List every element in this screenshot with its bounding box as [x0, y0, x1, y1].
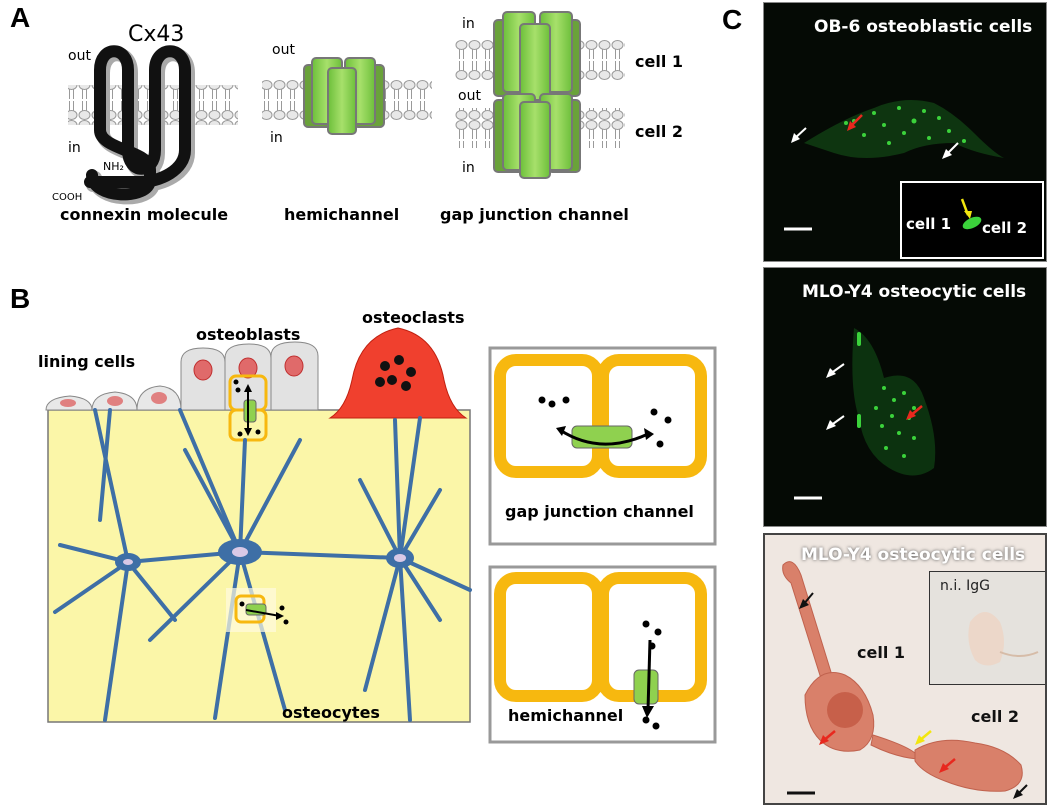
- osteocyte-gap-junction: [226, 588, 289, 632]
- panel-a-letter: A: [10, 2, 31, 33]
- osteocytes-label: osteocytes: [282, 703, 380, 722]
- hemichannel-in-label: in: [270, 130, 283, 146]
- mloy4-bf-title: MLO-Y4 osteocytic cells: [801, 545, 1026, 565]
- micrograph-mloy4-fluorescence: MLO-Y4 osteocytic cells: [763, 267, 1047, 527]
- panel-b-letter: B: [10, 283, 31, 314]
- lining-cells-label: lining cells: [38, 352, 136, 371]
- gap-in-bottom-label: in: [462, 160, 475, 176]
- caption-hemichannel: hemichannel: [284, 205, 400, 224]
- hemichannel-connexon: [303, 57, 385, 135]
- molecule-out-label: out: [68, 48, 91, 64]
- igg-inset: n.i. IgG: [929, 571, 1045, 685]
- cooh-label: COOH: [52, 192, 83, 203]
- ob6-inset-cell1: cell 1: [906, 215, 952, 233]
- mloy4-bf-cell1: cell 1: [857, 643, 906, 662]
- ob6-inset-cell2: cell 2: [982, 219, 1028, 237]
- nh2-label: NH₂: [103, 160, 124, 173]
- osteocyte-bodies: [115, 539, 414, 571]
- micrograph-mloy4-brightfield: MLO-Y4 osteocytic cells n.i. IgG cell 1 …: [763, 533, 1047, 805]
- gap-box-caption: gap junction channel: [505, 502, 694, 521]
- gap-junction-channel: [493, 11, 581, 179]
- osteoblasts-label: osteoblasts: [196, 325, 301, 344]
- osteoblasts: [180, 341, 319, 442]
- micrograph-ob6: OB-6 osteoblastic cells cell 1 cell 2: [763, 2, 1047, 262]
- hemi-box-caption: hemichannel: [508, 706, 624, 725]
- osteoclast: [328, 327, 468, 419]
- cx43-label: Cx43: [128, 22, 185, 47]
- connexin-molecule-chain-front: [84, 45, 191, 201]
- molecule-in-label: in: [68, 140, 81, 156]
- panel-c-letter: C: [722, 4, 743, 35]
- gap-cell2-label: cell 2: [635, 122, 684, 141]
- ob6-inset: cell 1 cell 2: [900, 181, 1044, 259]
- mloy4-fluo-title: MLO-Y4 osteocytic cells: [802, 282, 1027, 302]
- gap-out-label: out: [458, 88, 481, 104]
- caption-gap-junction-channel: gap junction channel: [440, 205, 629, 224]
- gap-cell1-label: cell 1: [635, 52, 684, 71]
- ob6-title: OB-6 osteoblastic cells: [814, 17, 1033, 37]
- mloy4-bf-cell2: cell 2: [971, 707, 1020, 726]
- igg-inset-label: n.i. IgG: [940, 578, 990, 594]
- panel-b-diagram: [45, 327, 717, 744]
- gap-in-top-label: in: [462, 16, 475, 32]
- panel-a-diagram: [68, 11, 625, 205]
- osteocyte-network: [53, 408, 472, 722]
- lining-cells: [45, 385, 182, 411]
- hemichannel-out-label: out: [272, 42, 295, 58]
- caption-connexin-molecule: connexin molecule: [60, 205, 229, 224]
- osteoclasts-label: osteoclasts: [362, 308, 465, 327]
